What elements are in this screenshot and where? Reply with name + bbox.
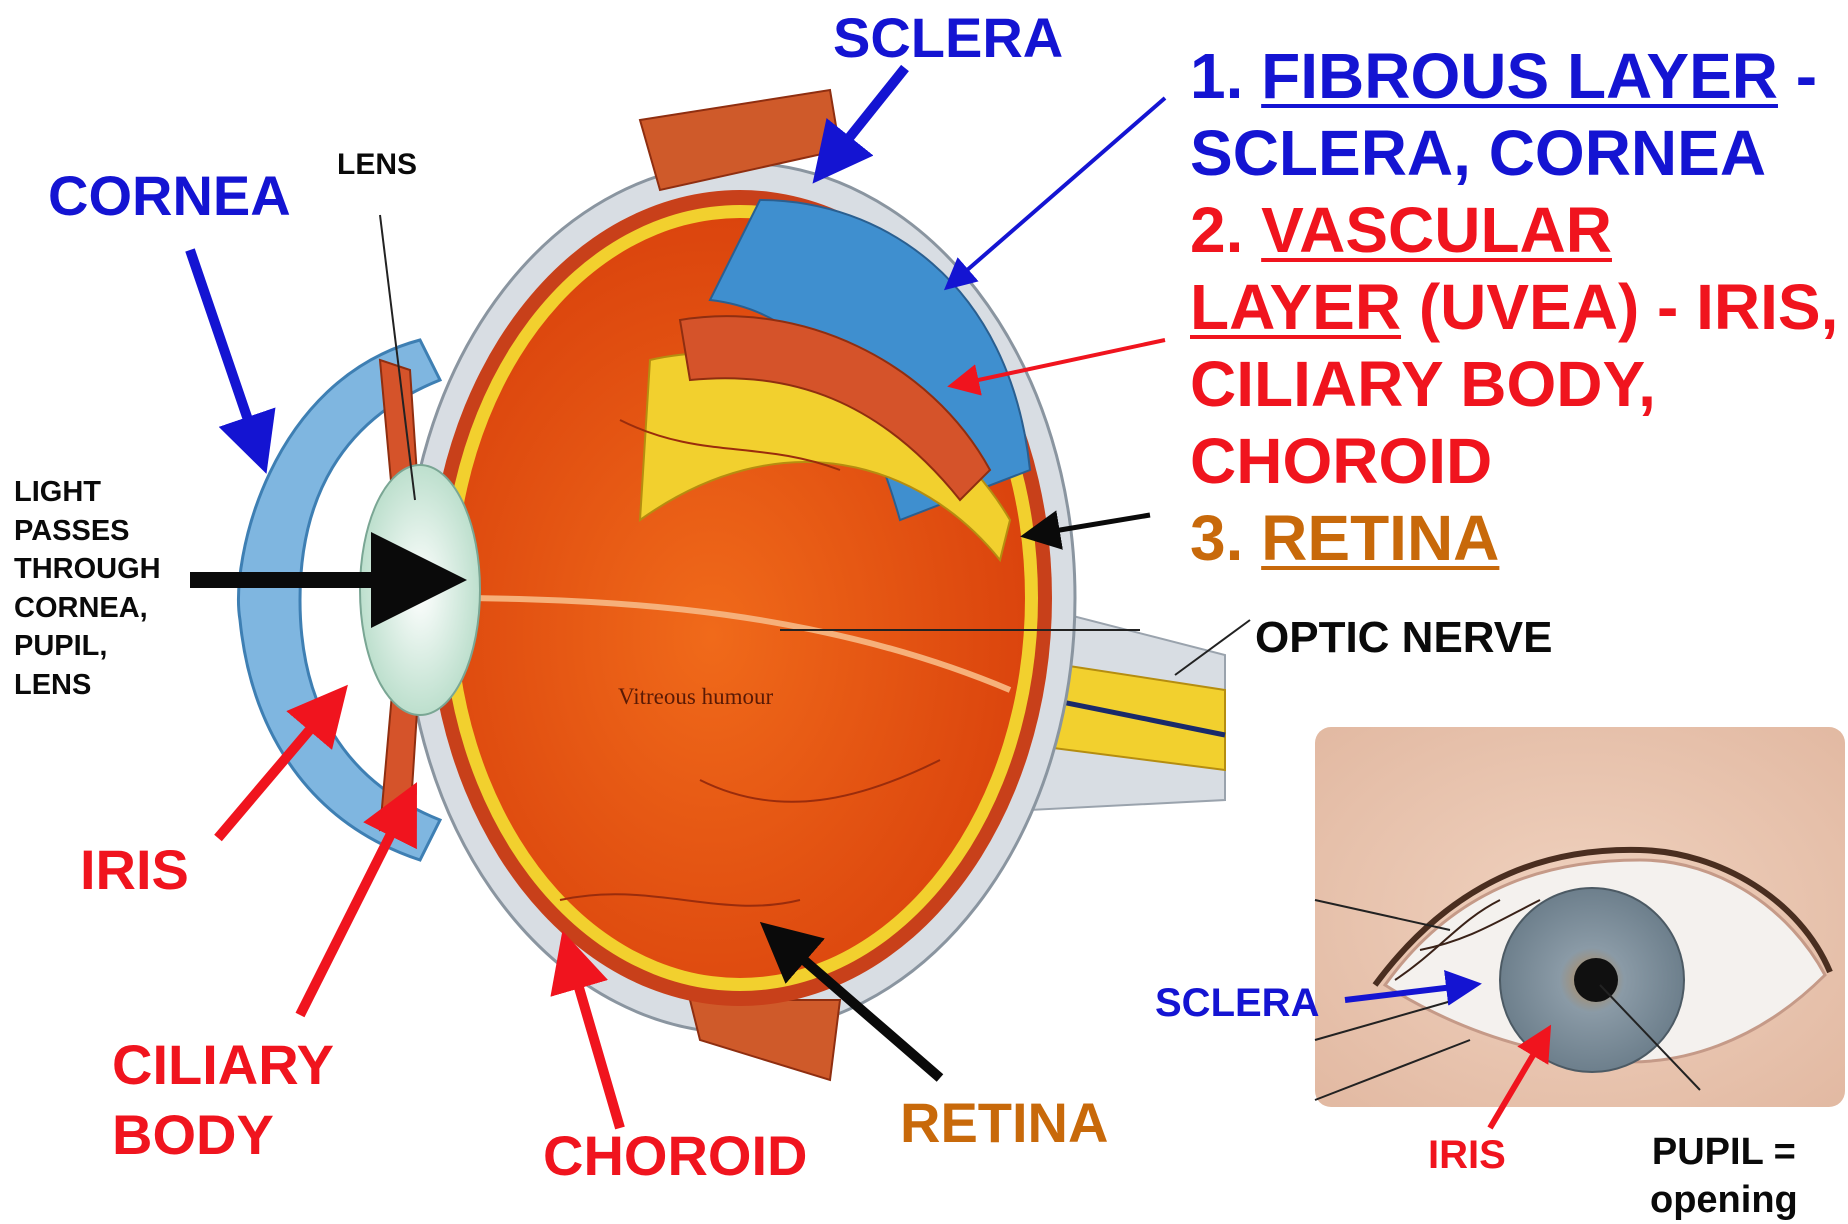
pupil-photo-label: PUPIL = opening [1650, 1128, 1798, 1224]
layer-2-uvea: LAYER (UVEA) - IRIS, [1190, 269, 1838, 346]
vitreous-humour-label: Vitreous humour [618, 685, 773, 708]
layer-1-parts: SCLERA, CORNEA [1190, 115, 1838, 192]
sclera-label: SCLERA [833, 10, 1063, 66]
layer-2-parts-b: CHOROID [1190, 423, 1838, 500]
arrow-cornea [190, 250, 260, 455]
layer-2-parts-a: CILIARY BODY, [1190, 346, 1838, 423]
retina-label: RETINA [900, 1095, 1108, 1151]
light-path-label: LIGHT PASSES THROUGH CORNEA, PUPIL, LENS [14, 473, 161, 704]
iris-photo-label: IRIS [1428, 1135, 1506, 1175]
optic-nerve-label: OPTIC NERVE [1255, 616, 1552, 660]
iris-label: IRIS [80, 842, 189, 898]
layer-2-vascular: 2. VASCULAR [1190, 192, 1838, 269]
sclera-photo-label: SCLERA [1155, 983, 1319, 1023]
muscle-bottom [690, 1000, 840, 1080]
ciliary-body-label: CILIARY BODY [112, 1030, 334, 1170]
cornea-label: CORNEA [48, 168, 291, 224]
lens-shape [360, 465, 480, 715]
arrow-sclera-top [825, 68, 905, 168]
layers-list: 1. FIBROUS LAYER - SCLERA, CORNEA 2. VAS… [1190, 38, 1838, 577]
arrow-fibrous-layer [950, 98, 1165, 285]
choroid-label: CHOROID [543, 1128, 807, 1184]
lens-label: LENS [337, 150, 417, 180]
layer-3-retina: 3. RETINA [1190, 500, 1838, 577]
layer-1-fibrous: 1. FIBROUS LAYER - [1190, 38, 1838, 115]
arrow-ciliary [300, 800, 408, 1015]
